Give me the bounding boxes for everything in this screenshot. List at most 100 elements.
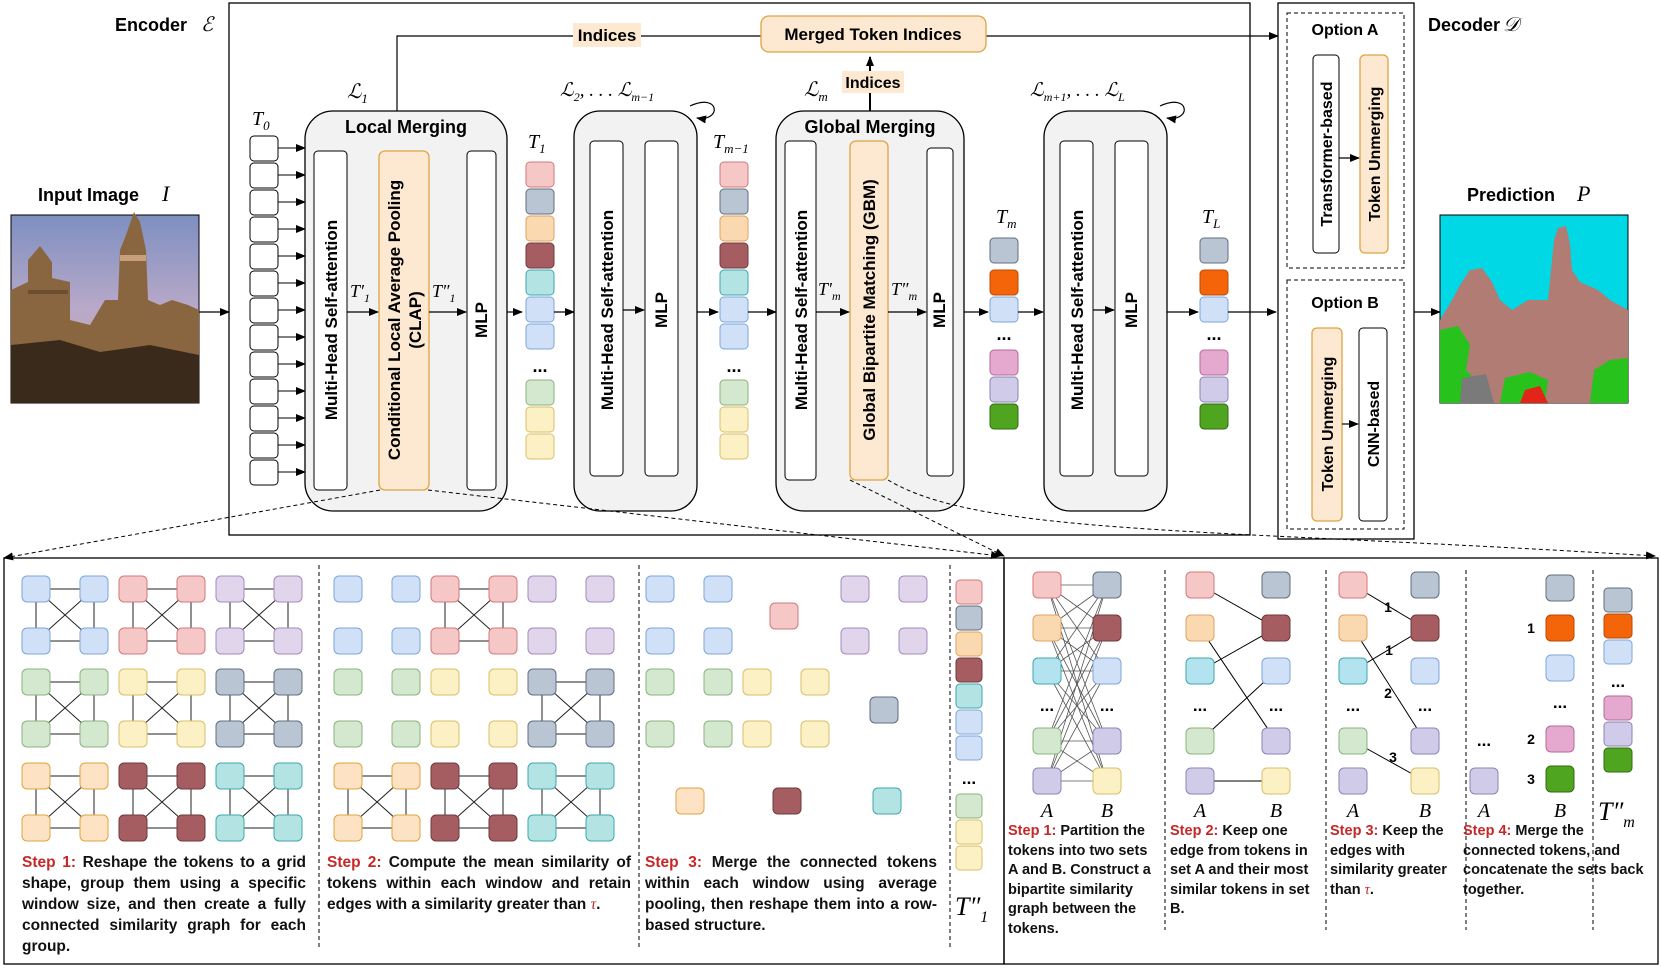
t1-double-prime-bottom-label: T″1 xyxy=(955,892,988,926)
gbm-step2-description: Step 2: Keep one edge from tokens in set… xyxy=(1170,823,1310,917)
prediction-label: Prediction xyxy=(1467,185,1555,205)
clap-step1-grid xyxy=(21,575,303,842)
svg-text:2: 2 xyxy=(1527,731,1535,747)
encoder-frame xyxy=(228,2,1251,536)
svg-text:1: 1 xyxy=(1384,599,1392,615)
gbm-box xyxy=(849,140,889,481)
svg-text:Multi-Head Self-attention: Multi-Head Self-attention xyxy=(792,210,811,410)
svg-text:Global Bipartite Matching (GB: Global Bipartite Matching (GBM) xyxy=(860,179,879,441)
svg-text:...: ... xyxy=(1100,696,1114,715)
gbm-step3-graph: 1 1 2 3 ... ... xyxy=(1338,571,1440,795)
global-merging-title: Global Merging xyxy=(804,117,935,137)
svg-text:A: A xyxy=(1192,800,1207,822)
svg-text:...: ... xyxy=(1040,696,1054,715)
svg-text:2: 2 xyxy=(1384,685,1392,701)
svg-text:B: B xyxy=(1554,800,1566,822)
svg-text:Conditional Local Average Pool: Conditional Local Average Pooling xyxy=(385,180,404,460)
decoder-label: Decoder xyxy=(1428,15,1500,35)
svg-text:A: A xyxy=(1039,800,1054,822)
option-b-label: Option B xyxy=(1311,295,1379,312)
tm1-label: Tm−1 xyxy=(713,131,749,156)
svg-text:MLP: MLP xyxy=(1122,292,1141,328)
svg-text:...: ... xyxy=(1346,696,1360,715)
option-a-frame xyxy=(1286,12,1405,269)
tm-double-prime-stack: ... xyxy=(1603,587,1633,773)
input-image-symbol: I xyxy=(161,181,171,206)
svg-text:MLP: MLP xyxy=(930,292,949,328)
prediction-symbol: P xyxy=(1576,181,1590,206)
merged-token-indices-box xyxy=(760,15,987,53)
clap-step2-grid xyxy=(333,575,615,842)
svg-text:Multi-Head Self-attention: Multi-Head Self-attention xyxy=(322,220,341,420)
indices-tag-top xyxy=(573,23,641,47)
svg-text:CNN-based: CNN-based xyxy=(1366,381,1383,467)
svg-text:...: ... xyxy=(1553,693,1567,712)
svg-text:1: 1 xyxy=(1385,642,1393,658)
svg-text:...: ... xyxy=(1269,696,1283,715)
svg-text:...: ... xyxy=(996,324,1011,344)
tm-label: Tm xyxy=(996,206,1017,231)
transformer-based-box xyxy=(1312,54,1340,254)
svg-text:B: B xyxy=(1270,800,1282,822)
svg-text:A: A xyxy=(1345,800,1360,822)
decoder-symbol: 𝒟 xyxy=(1503,14,1523,36)
token-unmerging-box-a xyxy=(1359,54,1389,254)
gbm-detail-panel xyxy=(1003,557,1659,965)
clap-step3-description: Step 3: Merge the connected tokens withi… xyxy=(645,854,938,934)
tm-token-stack: ... xyxy=(989,237,1019,430)
tm1-token-stack: ... xyxy=(719,161,749,460)
svg-text:...: ... xyxy=(532,356,547,376)
input-image xyxy=(10,212,200,404)
mlp-box-4 xyxy=(1114,140,1149,477)
svg-text:Token Unmerging: Token Unmerging xyxy=(1320,357,1337,492)
t1-double-prime-stack: ... xyxy=(955,579,983,871)
mlp-box-3 xyxy=(926,147,954,477)
svg-text:...: ... xyxy=(1206,324,1221,344)
clap-step1-description: Step 1: Reshape the tokens to a grid sha… xyxy=(22,854,306,955)
svg-text:3: 3 xyxy=(1389,749,1397,765)
svg-text:Transformer-based: Transformer-based xyxy=(1319,82,1336,227)
svg-text:A: A xyxy=(1476,800,1491,822)
svg-text:1: 1 xyxy=(1527,620,1535,636)
svg-text:MLP: MLP xyxy=(472,302,491,338)
svg-text:Multi-Head Self-attention: Multi-Head Self-attention xyxy=(1068,210,1087,410)
encoder-symbol: ℰ xyxy=(201,14,215,36)
lm1-ll-label: ℒm+1, . . . ℒL xyxy=(1030,80,1125,104)
clap-step3-grid xyxy=(645,575,928,815)
svg-text:...: ... xyxy=(1611,672,1625,691)
mlp-box xyxy=(466,150,497,491)
svg-text:...: ... xyxy=(962,769,976,788)
clap-box xyxy=(378,150,430,491)
svg-text:MLP: MLP xyxy=(652,292,671,328)
svg-text:...: ... xyxy=(726,356,741,376)
gbm-step4-description: Step 4: Merge the connected tokens, and … xyxy=(1463,823,1644,898)
local-merging-title: Local Merging xyxy=(345,117,467,137)
lm-label: ℒm xyxy=(804,79,828,104)
indices-tag-mid xyxy=(842,71,904,93)
option-a-label: Option A xyxy=(1312,22,1379,39)
l1-label: ℒ1 xyxy=(347,81,368,106)
svg-text:Indices: Indices xyxy=(578,26,637,45)
t1-token-stack: ... xyxy=(525,161,555,460)
t1-label: T1 xyxy=(528,131,546,156)
tl-label: TL xyxy=(1202,206,1220,231)
mhsa-box-3 xyxy=(784,140,817,481)
svg-text:(CLAP): (CLAP) xyxy=(406,291,425,349)
mhsa-box-4 xyxy=(1059,140,1094,477)
svg-text:3: 3 xyxy=(1527,771,1535,787)
gbm-step1-description: Step 1: Partition the tokens into two se… xyxy=(1008,823,1151,937)
tl-token-stack: ... xyxy=(1199,237,1229,430)
gbm-step1-graph: ... ... xyxy=(1032,571,1122,795)
svg-text:Indices: Indices xyxy=(845,75,900,92)
svg-text:...: ... xyxy=(1418,696,1432,715)
svg-text:B: B xyxy=(1419,800,1431,822)
svg-text:...: ... xyxy=(1477,731,1491,750)
gbm-step2-graph: ... ... xyxy=(1185,571,1291,795)
gbm-step3-description: Step 3: Keep the edges with similarity g… xyxy=(1330,823,1447,898)
svg-text:B: B xyxy=(1101,800,1113,822)
t0-token-stack xyxy=(249,135,279,486)
encoder-label: Encoder xyxy=(115,15,187,35)
mlp-box-2 xyxy=(644,140,679,477)
cnn-based-box xyxy=(1358,327,1388,522)
